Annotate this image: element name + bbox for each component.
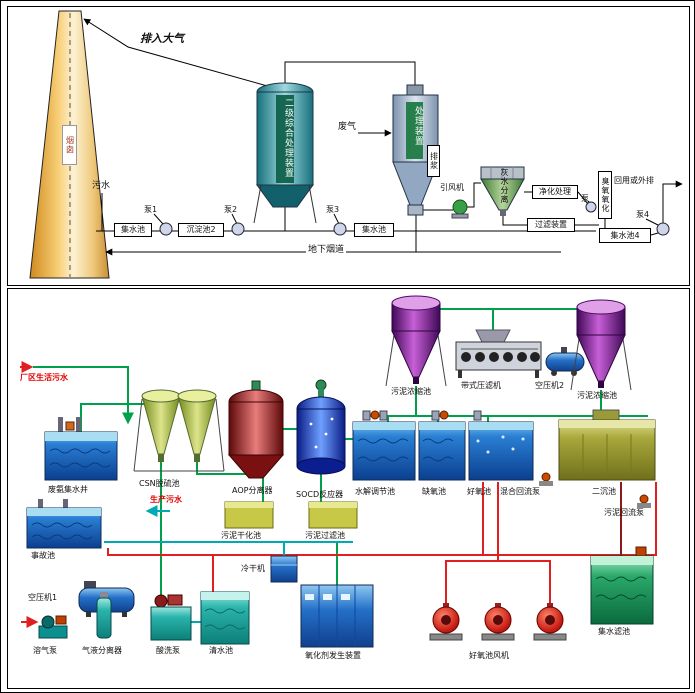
bottom-diagram-canvas (20, 295, 657, 648)
dissolved-air-pump-shape (38, 615, 68, 639)
sludge-thickener-right-shape (570, 299, 632, 391)
slurry-out-box: 排浆 (427, 145, 440, 177)
sump2-box: 集水池 (354, 223, 394, 237)
flue-gas-schematic-panel: 排入大气 烟囱 污水 集水池 泵1 沉淀池2 泵2 二级综合处理装置 泵3 集水… (7, 6, 690, 286)
pump3-label: 泵3 (326, 205, 340, 214)
underground-flue-label: 地下烟道 (306, 245, 347, 256)
sludge-drying-tank-label: 污泥干化池 (221, 531, 261, 540)
pump1-label: 泵1 (144, 205, 158, 214)
fan-label: 引风机 (440, 183, 464, 192)
pump4-label: 泵4 (636, 210, 650, 219)
air-compressor1-label: 空压机1 (28, 593, 58, 602)
settling2-box: 沉淀池2 (178, 223, 224, 237)
sludge-thickener-left-shape (385, 295, 447, 387)
equipment-flow-panel: 厂区生活污水 生产污水 废氨集水井 CSN脱硫池 AOP分离器 SOCD反应器 … (7, 288, 690, 689)
aop-separator-label: AOP分离器 (232, 486, 273, 495)
anoxic-tank-shape (418, 421, 466, 481)
hydrolysis-tank-shape (352, 421, 416, 481)
air-compressor2-shape (545, 347, 585, 376)
treatment-unit-label: 处理装置 (413, 106, 423, 146)
aop-separator-shape (227, 380, 285, 479)
hydrolysis-tank-label: 水解调节池 (355, 487, 395, 496)
pump-shapes (159, 201, 670, 236)
sewage-label: 污水 (92, 181, 111, 191)
sludge-return-pump-label: 污泥回流泵 (604, 508, 644, 517)
inlet-domestic-label: 厂区生活污水 (20, 373, 68, 382)
aerobic-blowers-label: 好氧池风机 (469, 651, 509, 660)
waste-gas-label: 废气 (338, 122, 357, 132)
sludge-thickener-right-label: 污泥浓缩池 (577, 391, 617, 400)
pipe-network-red (20, 361, 657, 628)
gas-liquid-separator-label: 气液分离器 (82, 646, 122, 655)
sump1-box: 集水池 (114, 223, 152, 237)
top-diagram-canvas (29, 10, 683, 279)
aerobic-blowers-shape (429, 603, 567, 641)
filter-unit-box: 过滤装置 (527, 218, 575, 232)
pump2-label: 泵2 (224, 205, 238, 214)
accident-tank-label: 事故池 (31, 551, 55, 560)
acid-wash-pump-shape (150, 594, 192, 641)
collect-filter-tank-label: 集水滤池 (598, 627, 630, 636)
csn-tank-label: CSN脱硫池 (139, 479, 180, 488)
pipe-network-teal (104, 505, 353, 623)
pump-small-label: 泵 (581, 194, 589, 203)
sludge-filter-tank-label: 污泥过滤池 (305, 531, 345, 540)
chimney-label: 烟囱 (62, 125, 77, 165)
waste-water-well-shape (44, 417, 118, 481)
aerobic-tank-label: 好氧池 (467, 487, 491, 496)
secondary-treatment-vessel (253, 82, 317, 224)
dissolved-air-pump-label: 溶气泵 (33, 646, 57, 655)
belt-press-shape (455, 329, 542, 378)
clean-water-tank-label: 清水池 (209, 646, 233, 655)
clean-water-tank-shape (200, 591, 250, 645)
socd-reactor-label: SOCD反应器 (296, 490, 344, 499)
oxidant-generator-label: 氧化剂发生装置 (305, 651, 361, 660)
sludge-thickener-left-label: 污泥浓缩池 (391, 387, 431, 396)
secondary-unit-label: 二级综合处理装置 (283, 98, 293, 178)
sludge-filter-tank-shape (308, 501, 358, 529)
belt-press-label: 带式压滤机 (461, 381, 501, 390)
ozone-box: 臭氧氧化 (598, 171, 612, 219)
socd-reactor-shape (296, 379, 346, 475)
sump4-box: 集水池4 (599, 228, 651, 243)
waste-water-well-label: 废氨集水井 (48, 485, 88, 494)
small-pump-icons (362, 410, 651, 508)
secondary-clarifier-label: 二沉池 (592, 487, 616, 496)
pipe-lines (83, 18, 683, 256)
inlet-production-label: 生产污水 (150, 495, 182, 504)
mixed-return-pump-label: 混合回流泵 (500, 487, 540, 496)
aerobic-tank-shape (468, 421, 534, 481)
ash-water-separator-shape (480, 166, 525, 216)
cold-dryer-label: 冷干机 (241, 564, 265, 573)
purification-box: 净化处理 (532, 185, 578, 199)
ash-water-separator-label: 灰水分离 (500, 168, 509, 204)
collect-filter-tank-shape (590, 546, 654, 625)
gas-liquid-separator-shape (96, 592, 112, 639)
secondary-clarifier-shape (558, 409, 656, 481)
reuse-label: 回用或外排 (614, 176, 654, 185)
csn-desulfurization-shape (133, 389, 225, 472)
cold-dryer-shape (270, 555, 298, 583)
air-compressor2-label: 空压机2 (535, 381, 565, 390)
acid-wash-pump-label: 酸洗泵 (156, 646, 180, 655)
oxidant-generator-shape (300, 584, 374, 648)
sludge-drying-tank-shape (224, 501, 274, 529)
anoxic-tank-label: 缺氧池 (422, 487, 446, 496)
accident-tank-shape (26, 499, 102, 549)
to-atmosphere-label: 排入大气 (140, 32, 184, 45)
induced-draft-fan-shape (451, 199, 469, 219)
